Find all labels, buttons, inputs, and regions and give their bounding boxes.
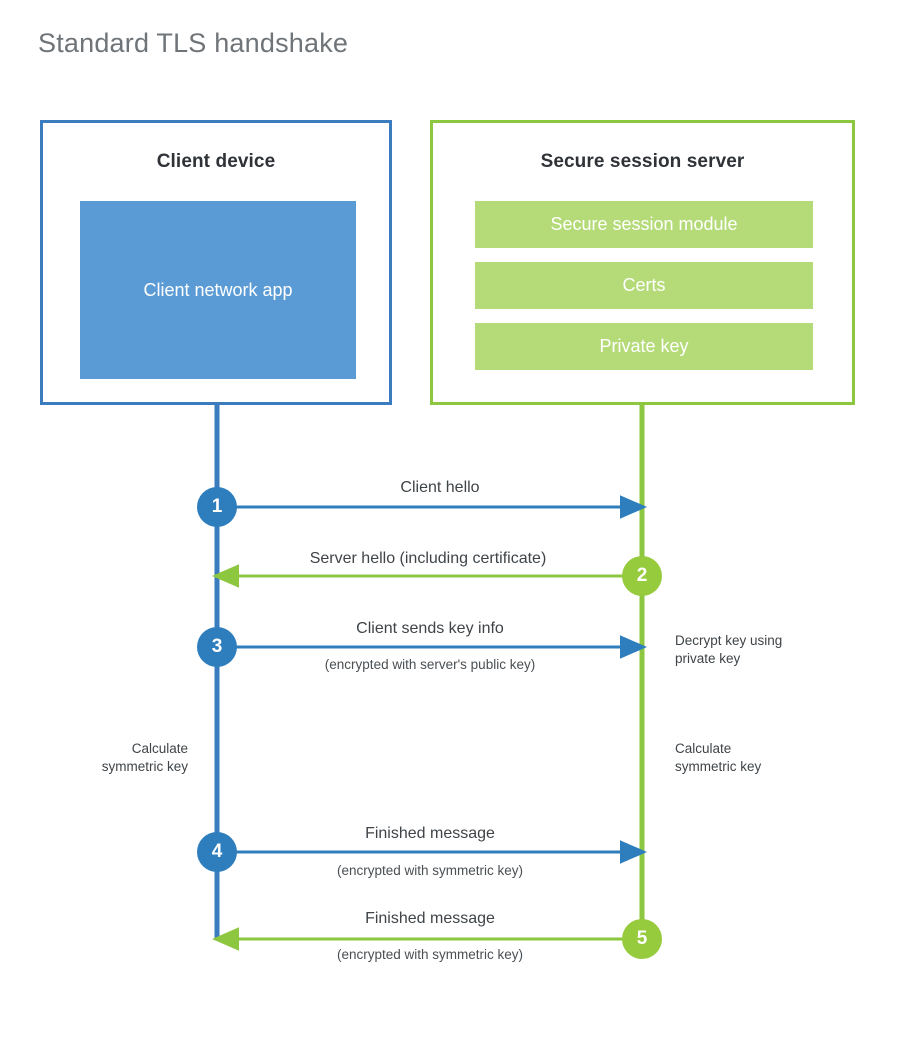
step-marker-3[interactable]: 3 bbox=[197, 627, 237, 667]
step-marker-4[interactable]: 4 bbox=[197, 832, 237, 872]
server-module-stack: Secure session module Certs Private key bbox=[475, 201, 813, 370]
note-server-calculate-symmetric-key: Calculate symmetric key bbox=[675, 741, 762, 774]
client-device-box: Client device Client network app bbox=[40, 120, 392, 405]
message-label-step-5: Finished message bbox=[365, 910, 495, 927]
message-label-step-4: Finished message bbox=[365, 825, 495, 842]
note-decrypt-key: Decrypt key using private key bbox=[675, 633, 783, 666]
note-client-calculate-symmetric-key: Calculate symmetric key bbox=[101, 741, 188, 774]
message-label-step-2: Server hello (including certificate) bbox=[309, 550, 547, 567]
client-device-title: Client device bbox=[156, 151, 276, 172]
secure-session-server-title: Secure session server bbox=[540, 151, 745, 172]
secure-session-server-box: Secure session server Secure session mod… bbox=[430, 120, 855, 405]
step-marker-5[interactable]: 5 bbox=[622, 919, 662, 959]
message-sublabel-step-4: (encrypted with symmetric key) bbox=[336, 863, 524, 878]
page-title: Standard TLS handshake bbox=[38, 28, 349, 58]
server-module-secure-session-module: Secure session module bbox=[475, 201, 813, 248]
message-sublabel-step-5: (encrypted with symmetric key) bbox=[336, 947, 524, 962]
message-sublabel-step-3: (encrypted with server's public key) bbox=[324, 657, 536, 672]
server-module-private-key: Private key bbox=[475, 323, 813, 370]
step-marker-1[interactable]: 1 bbox=[197, 487, 237, 527]
step-marker-2[interactable]: 2 bbox=[622, 556, 662, 596]
message-label-step-1: Client hello bbox=[400, 479, 480, 496]
server-module-certs: Certs bbox=[475, 262, 813, 309]
client-network-app-block: Client network app bbox=[80, 201, 356, 379]
message-label-step-3: Client sends key info bbox=[356, 620, 504, 637]
